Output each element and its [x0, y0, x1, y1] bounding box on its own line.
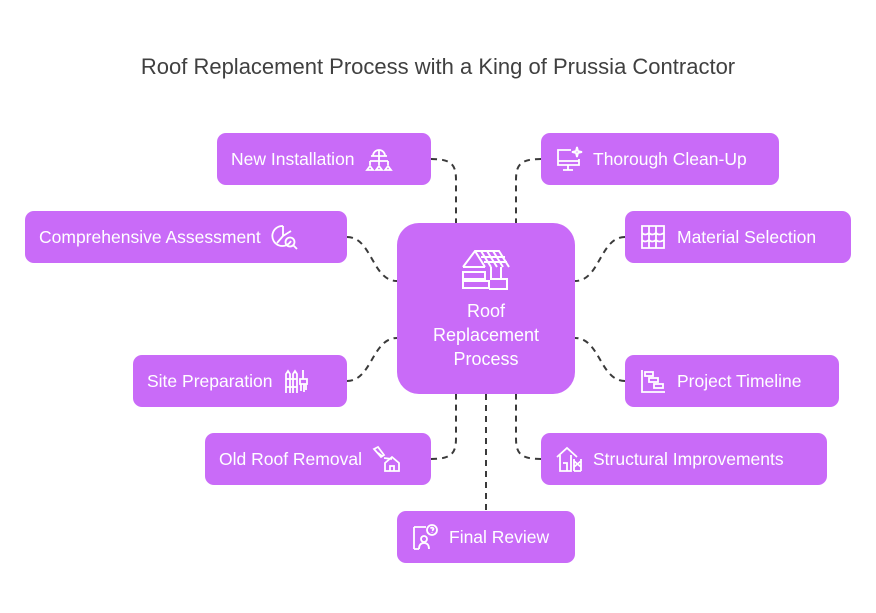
- node-site-preparation: Site Preparation: [133, 355, 347, 407]
- node-label: Old Roof Removal: [219, 448, 362, 469]
- connector-structural: [515, 394, 542, 460]
- center-node: Roof Replacement Process: [397, 223, 575, 394]
- connector-assessment: [346, 236, 398, 282]
- connector-timeline: [574, 337, 626, 382]
- node-structural-improvements: Structural Improvements: [541, 433, 827, 485]
- node-label: Project Timeline: [677, 370, 802, 391]
- node-comprehensive-assessment: Comprehensive Assessment: [25, 211, 347, 263]
- node-project-timeline: Project Timeline: [625, 355, 839, 407]
- roof-tiles-icon: [641, 225, 665, 249]
- center-label: Roof Replacement Process: [432, 300, 540, 369]
- house-scaffold-icon: [556, 446, 582, 472]
- connector-old-roof: [430, 394, 457, 460]
- connector-site-prep: [346, 337, 398, 382]
- node-old-roof-removal: Old Roof Removal: [205, 433, 431, 485]
- monitor-sparkle-icon: [557, 146, 583, 171]
- node-material-selection: Material Selection: [625, 211, 851, 263]
- connector-material: [574, 236, 626, 282]
- node-thorough-cleanup: Thorough Clean-Up: [541, 133, 779, 185]
- node-label: Thorough Clean-Up: [593, 148, 747, 169]
- chart-magnifier-icon: [271, 225, 298, 250]
- fence-brush-icon: [284, 369, 308, 393]
- node-label: Site Preparation: [147, 370, 273, 391]
- node-final-review: Final Review: [397, 511, 575, 563]
- node-label: Material Selection: [677, 226, 817, 247]
- person-question-icon: [413, 524, 438, 550]
- node-label: Final Review: [449, 526, 550, 547]
- diagram-title: Roof Replacement Process with a King of …: [140, 54, 736, 79]
- connector-thorough-cleanup: [515, 158, 542, 223]
- node-label: Comprehensive Assessment: [39, 226, 261, 247]
- hammer-house-icon: [372, 445, 400, 472]
- hardhat-network-icon: [364, 149, 393, 171]
- node-label: Structural Improvements: [593, 448, 784, 469]
- connector-new-installation: [430, 158, 457, 223]
- gantt-chart-icon: [641, 370, 665, 393]
- node-new-installation: New Installation: [217, 133, 431, 185]
- node-label: New Installation: [231, 148, 355, 169]
- roof-house-icon: [462, 249, 510, 290]
